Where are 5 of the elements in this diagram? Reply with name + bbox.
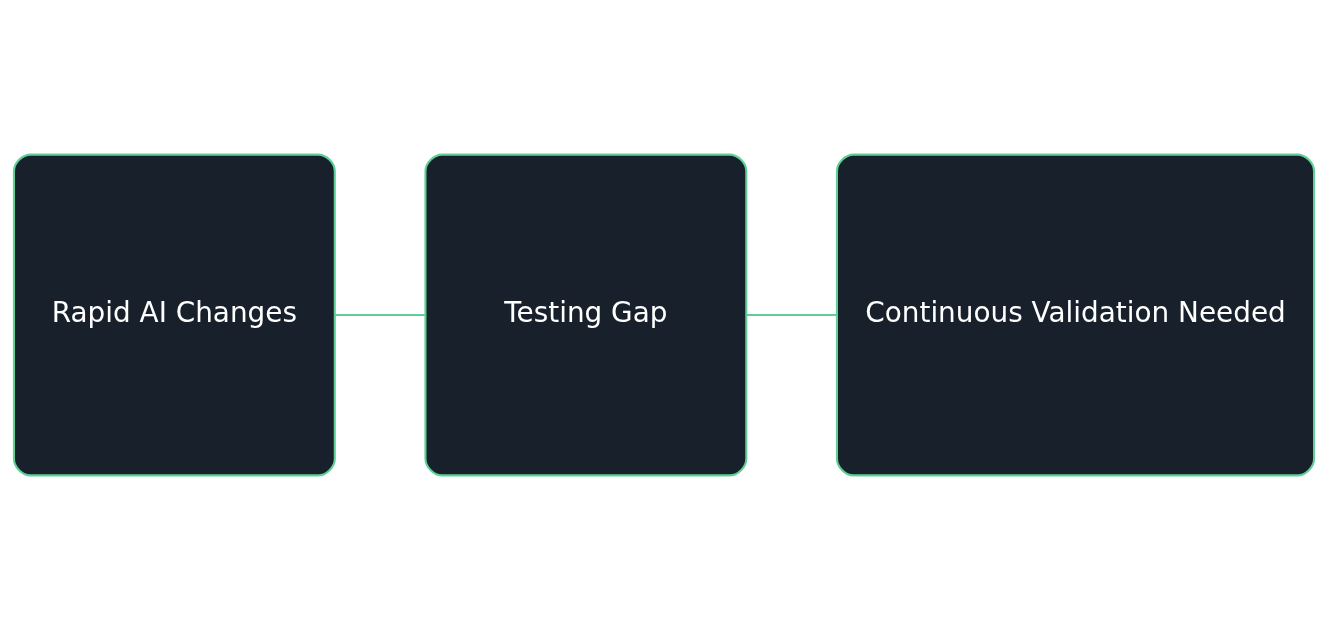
node-box: Rapid AI Changes	[12, 153, 336, 477]
connector	[746, 313, 837, 317]
node-box: Continuous Validation Needed	[835, 153, 1316, 477]
node-box: Testing Gap	[424, 153, 748, 477]
connector	[334, 313, 426, 317]
